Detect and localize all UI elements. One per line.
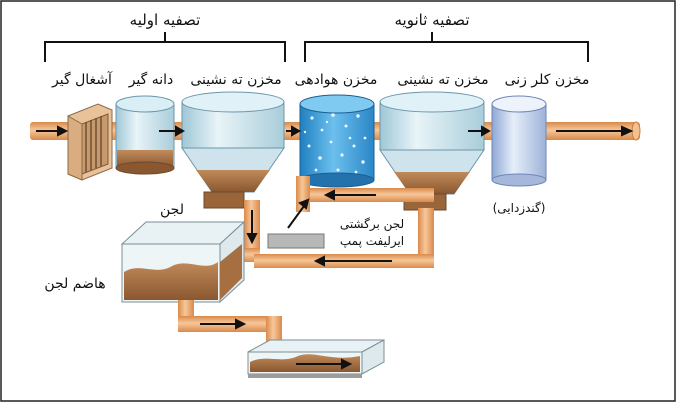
grit-chamber-label: دانه گیر [128, 71, 174, 88]
screen-label: آشغال گیر [51, 71, 113, 88]
airlift-pump-base [267, 233, 325, 249]
digester-label: هاضم لجن [44, 276, 105, 292]
sludge-digester [120, 220, 246, 304]
air-bubbles [303, 113, 367, 174]
sludge-label: لجن [160, 202, 184, 218]
main-flow-arrows [36, 125, 634, 137]
primary-clarifier-label: مخزن ته نشینی [190, 72, 281, 88]
primary-treatment-label: تصفیه اولیه [130, 11, 201, 29]
bar-screen [67, 103, 113, 181]
aeration-tank [299, 94, 375, 188]
sludge-drying-bed [247, 339, 385, 378]
digested-sludge-arrow [200, 318, 247, 330]
return-sludge-label: لجن برگشتی [340, 217, 404, 232]
primary-bracket [44, 32, 286, 62]
secondary-sludge-drop-pipe [418, 208, 434, 268]
primary-clarifier [181, 91, 285, 209]
secondary-bracket [304, 32, 589, 62]
secondary-clarifier-label: مخزن ته نشینی [397, 72, 488, 88]
grit-chamber [115, 95, 175, 175]
disinfection-label: (گندزدایی) [493, 201, 546, 216]
chlorination-tank-label: مخزن کلر زنی [505, 72, 590, 88]
drying-bed-flow-arrow [296, 358, 353, 370]
return-sludge-arrows [287, 189, 392, 267]
airlift-pump-label: ایرلیفت پمپ [340, 234, 404, 249]
chlorination-tank [491, 95, 547, 187]
secondary-treatment-label: تصفیه ثانویه [395, 11, 470, 29]
aeration-tank-label: مخزن هوادهی [295, 72, 378, 88]
primary-sludge-arrow [246, 210, 258, 245]
